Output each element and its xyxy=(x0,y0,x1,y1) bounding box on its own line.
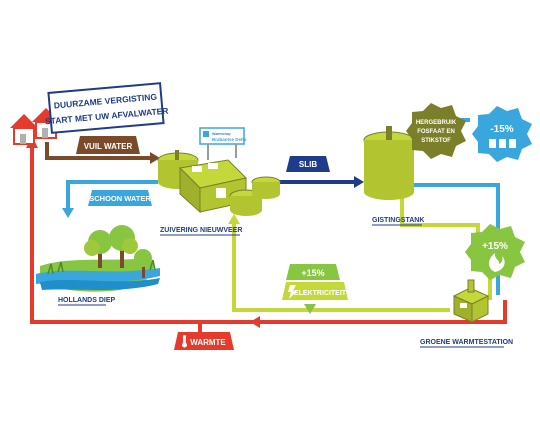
warmte-pipe-arrow-left xyxy=(250,316,260,328)
elektriciteit-badge: +15% xyxy=(286,264,340,280)
afval-badge-text: -15% xyxy=(490,124,513,135)
hergebruik-badge: HERGEBRUIK FOSFAAT EN STIKSTOF xyxy=(406,103,466,159)
slib-label: SLIB xyxy=(286,156,330,172)
bin-icon xyxy=(489,139,516,148)
title-banner: DUURZAME VERGISTING START MET UW AFVALWA… xyxy=(45,82,169,134)
zuivering-label: ZUIVERING NIEUWVEER xyxy=(160,227,242,234)
warmte-retour-arrow xyxy=(228,214,240,224)
afval-badge: -15% xyxy=(472,106,532,162)
gistingstank-tank xyxy=(363,126,415,200)
waterschap-sign: Waterschap Brabantse Delta xyxy=(199,127,247,160)
warmtestation-building xyxy=(452,279,490,323)
schoon-water-label: SCHOON WATER xyxy=(88,190,152,206)
flame-icon xyxy=(488,253,505,272)
vuil-water-arrow xyxy=(150,152,160,164)
energie-badge-text: +15% xyxy=(482,241,508,252)
elektriciteit-arrow xyxy=(304,304,316,314)
hergebruik-line3: STIKSTOF xyxy=(421,138,451,144)
hollands-diep-label: HOLLANDS DIEP xyxy=(58,297,116,304)
gistingstank-label: GISTINGSTANK xyxy=(372,217,424,224)
slib-text: SLIB xyxy=(299,160,317,169)
warmtestation-label: GROENE WARMTESTATION xyxy=(420,339,513,346)
river-landscape xyxy=(36,225,160,292)
vuil-water-pipe xyxy=(45,142,155,160)
vuil-water-text: VUIL WATER xyxy=(84,142,133,151)
treatment-plant xyxy=(157,150,281,216)
sign-line1: Waterschap xyxy=(212,132,231,136)
warmte-retour-pipe xyxy=(232,220,450,312)
schoon-water-text: SCHOON WATER xyxy=(89,194,151,203)
sign-line2: Brabantse Delta xyxy=(212,137,247,142)
vuil-water-label: VUIL WATER xyxy=(76,136,140,154)
slib-arrow xyxy=(354,176,364,188)
schoon-water-arrow xyxy=(62,208,74,218)
elektriciteit-label: ELEKTRICITEIT xyxy=(282,282,348,300)
hergebruik-line1: HERGEBRUIK xyxy=(416,120,457,126)
hergebruik-line2: FOSFAAT EN xyxy=(417,129,455,135)
warmte-text: WARMTE xyxy=(190,338,226,347)
lightning-icon xyxy=(288,285,297,299)
energie-badge: +15% xyxy=(465,224,525,280)
warmte-pipe xyxy=(30,146,507,324)
thermometer-icon xyxy=(182,335,187,348)
elektriciteit-badge-text: +15% xyxy=(301,268,324,278)
elektriciteit-text: ELEKTRICITEIT xyxy=(294,290,347,297)
schoon-water-pipe xyxy=(66,180,158,212)
warmte-label: WARMTE xyxy=(174,332,234,350)
